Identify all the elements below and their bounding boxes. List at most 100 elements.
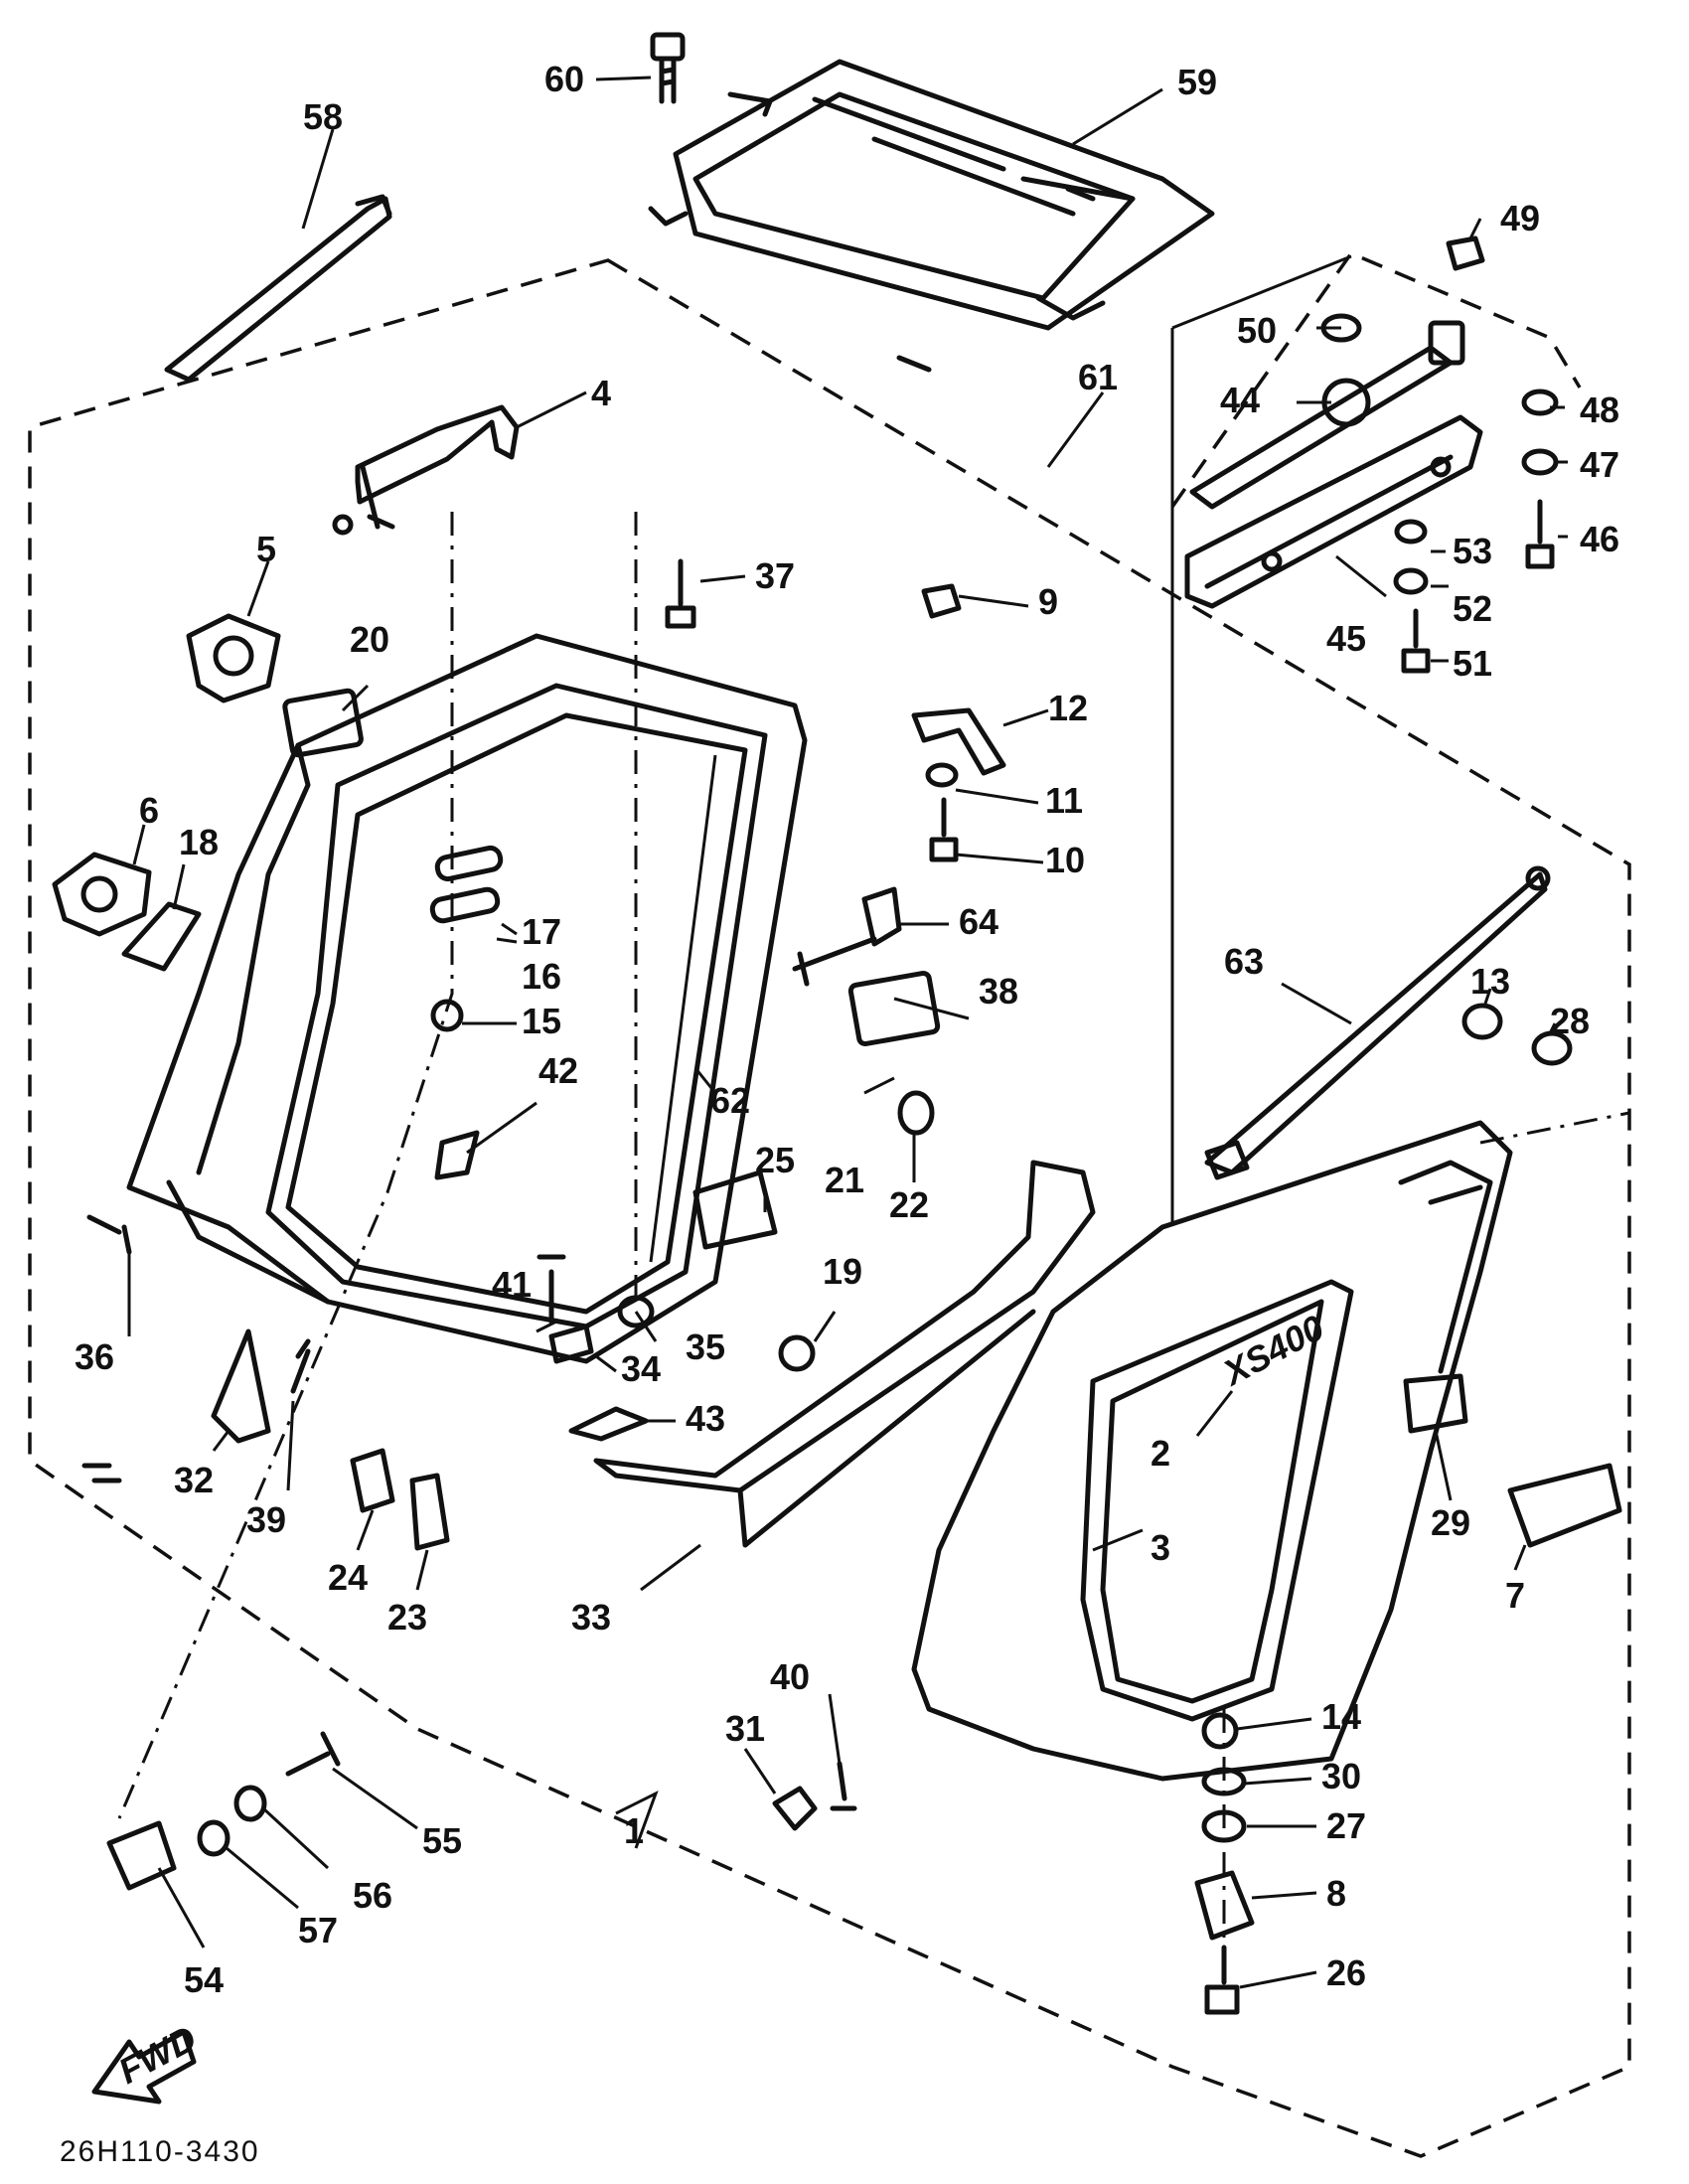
callout-62: 62 <box>710 1080 750 1121</box>
callout-7: 7 <box>1505 1575 1525 1616</box>
rod-63 <box>1204 865 1551 1180</box>
callout-36: 36 <box>75 1336 114 1377</box>
bolt-37 <box>665 558 696 629</box>
callout-55: 55 <box>422 1820 462 1861</box>
callout-35: 35 <box>686 1326 725 1367</box>
nut-49 <box>1446 235 1485 271</box>
saddlebag-body <box>126 633 808 1364</box>
callout-4: 4 <box>591 373 611 413</box>
callout-40: 40 <box>770 1656 810 1697</box>
callout-27: 27 <box>1326 1805 1366 1846</box>
seal-62 <box>649 754 717 1263</box>
callout-8: 8 <box>1326 1873 1346 1914</box>
callout-16: 16 <box>522 956 561 997</box>
callout-46: 46 <box>1580 519 1619 559</box>
callout-21: 21 <box>825 1160 864 1200</box>
callout-25: 25 <box>755 1140 795 1180</box>
lock-6 <box>52 852 152 937</box>
callout-15: 15 <box>522 1001 561 1041</box>
callout-51: 51 <box>1453 643 1492 684</box>
callout-60: 60 <box>544 59 584 99</box>
callout-37: 37 <box>755 555 795 596</box>
callout-13: 13 <box>1470 961 1510 1002</box>
callout-54: 54 <box>184 1959 224 2000</box>
callout-2: 2 <box>1151 1433 1170 1474</box>
callout-56: 56 <box>353 1875 392 1916</box>
bracket-32 <box>211 1328 271 1444</box>
callout-39: 39 <box>246 1499 286 1540</box>
luggage-rack <box>648 59 1215 373</box>
callout-28: 28 <box>1550 1001 1590 1041</box>
callout-5: 5 <box>256 529 276 569</box>
callout-47: 47 <box>1580 444 1619 485</box>
callout-59: 59 <box>1177 62 1217 102</box>
callout-9: 9 <box>1038 581 1058 622</box>
callout-42: 42 <box>538 1050 578 1091</box>
callout-57: 57 <box>298 1910 338 1950</box>
bracket-12 <box>911 707 1006 776</box>
plate-42 <box>434 1130 480 1180</box>
callout-6: 6 <box>139 790 159 831</box>
hardware <box>81 235 1573 2015</box>
emblem-text: XS400 <box>1215 1307 1330 1394</box>
callout-64: 64 <box>959 901 998 942</box>
gasket-18 <box>121 901 202 972</box>
callout-18: 18 <box>179 822 219 862</box>
callout-52: 52 <box>1453 588 1492 629</box>
bracket-25 <box>692 1170 778 1250</box>
callout-29: 29 <box>1431 1502 1470 1543</box>
hinge-bar-45 <box>1184 414 1483 609</box>
nut-9 <box>921 583 962 619</box>
callout-23: 23 <box>387 1597 427 1638</box>
bracket-24 <box>350 1448 395 1513</box>
trim-33 <box>593 1160 1096 1548</box>
clip-43 <box>568 1406 649 1442</box>
callout-12: 12 <box>1048 688 1088 728</box>
clip-34 <box>548 1324 594 1364</box>
callout-30: 30 <box>1321 1756 1361 1796</box>
callout-33: 33 <box>571 1597 611 1638</box>
callout-34: 34 <box>621 1348 661 1389</box>
callout-61: 61 <box>1078 357 1118 397</box>
bracket-54 <box>106 1820 177 1891</box>
bracket-group-boundary <box>1170 250 1582 509</box>
callout-17: 17 <box>522 911 561 952</box>
bolt-60 <box>650 32 686 104</box>
plate-21 <box>847 970 941 1047</box>
emblem-2: XS400 <box>1215 1307 1330 1394</box>
alignment-lines <box>117 512 1630 1948</box>
callout-44: 44 <box>1220 380 1260 420</box>
assembly-boundary <box>28 258 1631 2158</box>
callout-3: 3 <box>1151 1527 1170 1568</box>
callout-14: 14 <box>1321 1696 1361 1737</box>
reflector-7 <box>1507 1463 1622 1548</box>
callout-26: 26 <box>1326 1952 1366 1993</box>
handle-4 <box>332 404 520 536</box>
callout-63: 63 <box>1224 941 1264 982</box>
callout-41: 41 <box>492 1264 532 1305</box>
callout-49: 49 <box>1500 198 1540 238</box>
callout-11: 11 <box>1045 780 1083 821</box>
callout-53: 53 <box>1453 531 1492 571</box>
callout-24: 24 <box>328 1557 368 1598</box>
callout-50: 50 <box>1237 310 1277 351</box>
callout-22: 22 <box>889 1184 929 1225</box>
callout-48: 48 <box>1580 390 1619 430</box>
strap-58 <box>164 194 392 383</box>
callout-20: 20 <box>350 619 389 660</box>
callout-19: 19 <box>823 1251 862 1292</box>
callout-1: 1 <box>624 1810 644 1851</box>
lock-5 <box>186 613 281 703</box>
forward-arrow: FWD <box>91 2017 203 2105</box>
callout-31: 31 <box>725 1708 765 1749</box>
bracket-31 <box>772 1786 818 1831</box>
callout-32: 32 <box>174 1460 214 1500</box>
callout-58: 58 <box>303 96 343 137</box>
bracket-group-edge <box>1170 254 1352 1222</box>
spacer-8 <box>1194 1870 1255 1941</box>
lid-3 <box>911 1120 1513 1782</box>
bracket-23 <box>409 1473 450 1551</box>
callout-45: 45 <box>1326 618 1366 659</box>
bracket-64 <box>861 886 902 947</box>
